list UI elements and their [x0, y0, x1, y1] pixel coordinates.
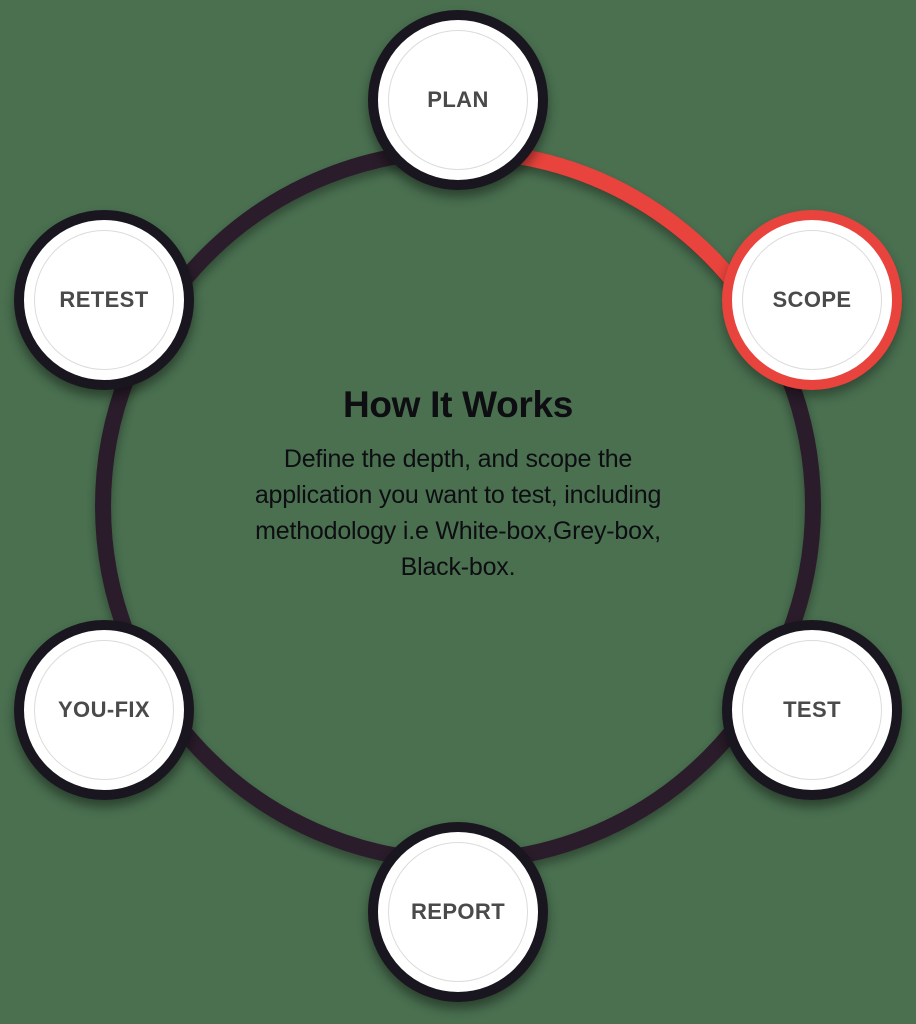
cycle-node-label: RETEST: [59, 287, 149, 312]
cycle-node-plan[interactable]: PLAN: [368, 10, 548, 190]
cycle-ring-progress-arc: [457, 142, 773, 333]
cycle-node-label: TEST: [783, 697, 841, 722]
node-inner-ring: [742, 230, 882, 370]
cycle-node-label: YOU-FIX: [57, 697, 151, 722]
node-inner-ring: [742, 640, 882, 780]
cycle-node-report[interactable]: REPORT: [368, 822, 548, 1002]
cycle-node-label: PLAN: [427, 87, 489, 112]
cycle-node-label: REPORT: [410, 899, 506, 924]
cycle-node-retest[interactable]: RETEST: [14, 210, 194, 390]
node-inner-ring: [388, 842, 528, 982]
cycle-node-test[interactable]: TEST: [722, 620, 902, 800]
node-inner-ring: [388, 30, 528, 170]
cycle-node-scope[interactable]: SCOPE: [722, 210, 902, 390]
node-inner-ring: [34, 230, 174, 370]
cycle-node-you-fix[interactable]: YOU-FIX: [14, 620, 194, 800]
cycle-node-label: SCOPE: [772, 287, 852, 312]
node-inner-ring: [34, 640, 174, 780]
